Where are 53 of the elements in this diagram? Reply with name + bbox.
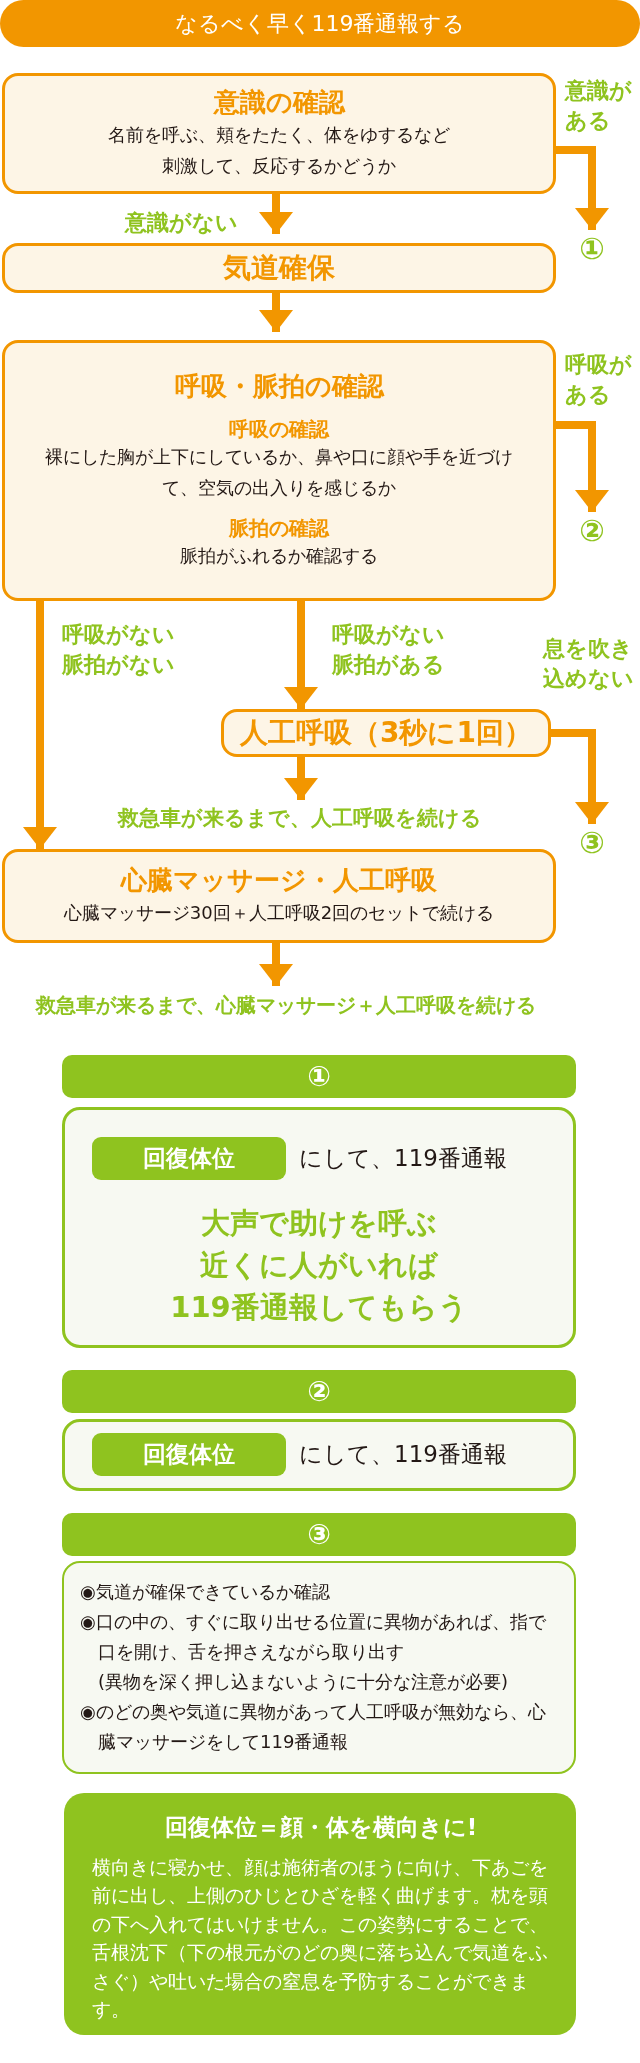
step-number: ③ xyxy=(572,824,612,860)
info-card xyxy=(62,1561,576,1774)
arrow xyxy=(23,601,57,849)
section-number: ② xyxy=(307,1377,331,1406)
info-card xyxy=(62,1107,576,1348)
panel-text: 横向きに寝かせ、顔は施術者のほうに向け、下あごを前に出し、上側のひじとひざを軽く曲げます。枕を頭の下へ入れてはいけません。この姿勢にすることで、舌根沈下（下の根元がのどの奥に落ち込んで気道をふさぐ）や吐いた場合の窒息を予防することができます。 xyxy=(92,1854,549,2023)
step-description: 脈拍がふれるか確認する xyxy=(180,544,378,569)
step-heading: 心臓マッサージ・人工呼吸 xyxy=(121,864,437,898)
emphasis-text: 近くに人がいれば xyxy=(200,1247,438,1285)
section-header-bar xyxy=(62,1055,576,1098)
process-box xyxy=(221,709,551,757)
step-description: 名前を呼ぶ、頬をたたく、体をゆするなど刺激して、反応するかどうか xyxy=(107,123,451,179)
emphasis-text: 大声で助けを呼ぶ xyxy=(201,1205,437,1242)
process-box xyxy=(2,73,556,194)
process-box xyxy=(2,243,556,293)
edge-label: 呼吸がある xyxy=(565,351,633,409)
bullet-text: ◉のどの奥や気道に異物があって人工呼吸が無効なら、心臓マッサージをして119番通報 xyxy=(80,1700,547,1754)
step-heading: 気道確保 xyxy=(223,250,335,287)
edge-label: 意識がある xyxy=(565,77,633,135)
label-tag: 回復体位 xyxy=(92,1433,286,1476)
instruction-text: にして、119番通報 xyxy=(299,1144,507,1173)
info-card xyxy=(62,1419,576,1491)
step-heading: 呼吸・脈拍の確認 xyxy=(174,370,384,404)
instruction-text: 救急車が来るまで、心臓マッサージ＋人工呼吸を続ける xyxy=(6,990,566,1020)
step-number: ① xyxy=(572,230,612,266)
edge-label: 救急車が来るまで、人工呼吸を続ける xyxy=(116,805,483,832)
edge-label: 意識がない xyxy=(123,209,238,237)
sub-heading: 脈拍の確認 xyxy=(229,515,329,542)
edge-label: 呼吸がない脈拍がある xyxy=(332,621,446,679)
edge-label: 息を吹き込めない xyxy=(543,635,635,693)
bullet-text: (異物を深く押し込まないように十分な注意が必要) xyxy=(97,1670,510,1694)
sub-heading: 呼吸の確認 xyxy=(229,416,329,443)
step-number: ② xyxy=(572,512,612,548)
process-box xyxy=(2,340,556,601)
step-description: 心臓マッサージ30回＋人工呼吸2回のセットで続ける xyxy=(63,901,495,926)
process-box xyxy=(2,849,556,943)
section-header-bar xyxy=(62,1513,576,1556)
panel-heading: 回復体位＝顔・体を横向きに! xyxy=(163,1813,479,1842)
bullet-text: ◉気道が確保できているか確認 xyxy=(80,1580,331,1604)
note-panel xyxy=(64,1793,576,2035)
arrow xyxy=(284,601,318,709)
instruction-text: にして、119番通報 xyxy=(299,1440,507,1469)
section-number: ① xyxy=(307,1062,331,1091)
edge-label: 呼吸がない脈拍がない xyxy=(62,621,176,679)
step-heading: 意識の確認 xyxy=(213,86,345,120)
section-number: ③ xyxy=(307,1520,331,1549)
step-heading: 人工呼吸（3秒に1回） xyxy=(240,715,532,752)
section-header-bar xyxy=(62,1370,576,1413)
label-tag: 回復体位 xyxy=(92,1137,286,1180)
bullet-text: ◉口の中の、すぐに取り出せる位置に異物があれば、指で口を開け、舌を押さえながら取り出す xyxy=(80,1610,547,1664)
step-description: 裸にした胸が上下にしているか、鼻や口に顔や手を近づけて、空気の出入りを感じるか xyxy=(45,445,513,500)
title-banner: なるべく早く119番通報する xyxy=(0,0,640,47)
emphasis-text: 119番通報してもらう xyxy=(170,1289,468,1327)
